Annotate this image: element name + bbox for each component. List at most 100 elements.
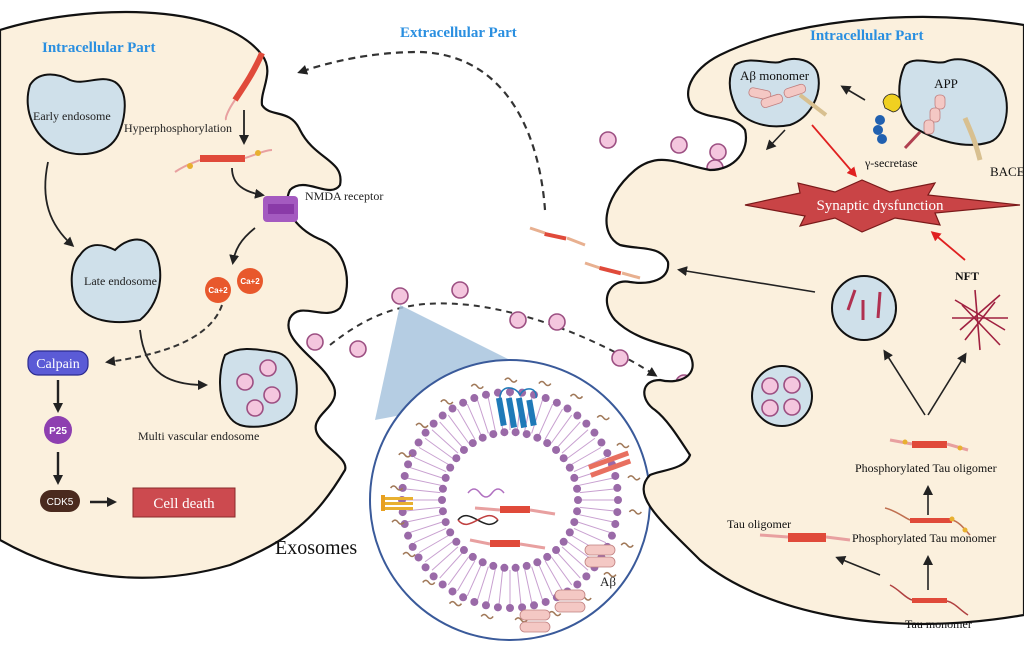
lipid-tail xyxy=(405,506,441,512)
lipid-head xyxy=(398,508,407,517)
exosome-vesicle xyxy=(599,131,617,149)
lipid-tail xyxy=(418,447,450,466)
lipid-head xyxy=(438,496,446,504)
lipid-head xyxy=(438,580,447,589)
lipid-head xyxy=(570,473,579,482)
red-arrow-nft-to-synaptic xyxy=(930,231,966,261)
cdk5-node: CDK5 xyxy=(40,490,80,512)
glycan-chain xyxy=(398,452,412,458)
tau-oligomer-icon xyxy=(759,533,851,542)
lipid-head xyxy=(573,484,582,493)
late-endosome-label: Late endosome xyxy=(84,274,157,288)
lipid-head xyxy=(441,473,450,482)
svg-text:Synaptic dysfunction: Synaptic dysfunction xyxy=(816,198,944,214)
mve-vesicles xyxy=(236,359,281,417)
nmda-receptor-label: NMDA receptor xyxy=(305,189,383,203)
glycan-chain xyxy=(440,399,454,405)
lipid-bilayer xyxy=(389,377,643,623)
phospho-tau-oligomer-label: Phosphorylated Tau oligomer xyxy=(855,461,997,475)
phospho-tau-monomer-icon xyxy=(884,507,971,536)
lipid-tail xyxy=(573,528,607,544)
lipid-tail xyxy=(524,568,533,603)
glycan-chain xyxy=(448,600,463,607)
exosome-vesicle xyxy=(391,287,409,305)
lipid-tail xyxy=(498,569,504,605)
lipid-tail xyxy=(447,556,470,586)
lipid-head xyxy=(421,563,430,572)
lipid-head xyxy=(489,561,498,570)
lipid-head xyxy=(500,428,509,437)
exosome-detail: Aβ xyxy=(369,359,651,641)
lipid-head xyxy=(481,601,490,610)
mve-label: Multi vascular endosome xyxy=(138,429,259,443)
right-intracellular-title: Intracellular Part xyxy=(810,28,923,44)
lipid-head xyxy=(582,572,591,581)
lipid-head xyxy=(613,508,622,517)
lipid-head xyxy=(574,496,582,504)
lipid-tail xyxy=(550,556,573,586)
lipid-head xyxy=(500,563,509,572)
lipid-tail xyxy=(447,414,470,444)
beta-sheet-protein-icon xyxy=(495,387,537,429)
multivesicular-endosome xyxy=(219,348,298,428)
lipid-tail xyxy=(544,408,563,440)
exosome-vesicle xyxy=(236,373,254,391)
exosome-vesicle xyxy=(783,398,801,416)
glycan-chain xyxy=(504,377,518,383)
lipid-head xyxy=(573,580,582,589)
exosome-vesicle xyxy=(783,376,801,394)
lipid-tail xyxy=(531,399,543,434)
lipid-head xyxy=(438,507,447,516)
lipid-head xyxy=(570,518,579,527)
lipid-head xyxy=(446,528,455,537)
lipid-head xyxy=(429,419,438,428)
early-endosome xyxy=(26,73,126,156)
lipid-head xyxy=(552,398,561,407)
extracellular-tau-2 xyxy=(584,261,641,280)
lipid-tail xyxy=(487,568,496,603)
lipid-tail xyxy=(516,569,522,605)
lipid-head xyxy=(533,558,542,567)
exosome-vesicle xyxy=(761,377,779,395)
extracellular-tau-1 xyxy=(529,226,586,247)
lipid-head xyxy=(429,572,438,581)
glycan-chain xyxy=(596,414,610,421)
tau-monomer-label: Tau monomer xyxy=(905,617,972,631)
glycan-chain xyxy=(415,422,429,429)
lipid-head xyxy=(611,520,620,529)
lipid-head xyxy=(459,546,468,555)
transmembrane-protein-yellow xyxy=(381,495,413,511)
lipid-head xyxy=(597,438,606,447)
lipid-head xyxy=(506,604,514,612)
extracellular-title: Extracellular Part xyxy=(400,25,517,41)
lipid-head xyxy=(582,419,591,428)
lipid-tail xyxy=(409,467,444,479)
phospho-tau-fibril xyxy=(174,149,273,173)
glycan-chain xyxy=(422,579,436,586)
lipid-head xyxy=(543,439,552,448)
red-arrow-abeta-to-synaptic xyxy=(811,124,857,178)
lipid-head xyxy=(511,563,520,572)
svg-text:Ca+2: Ca+2 xyxy=(240,277,260,286)
nft-tangle-icon xyxy=(952,289,1008,351)
gamma-secretase-label: γ-secretase xyxy=(864,156,918,170)
lipid-tail xyxy=(439,421,464,449)
glycan-chain xyxy=(514,617,528,623)
lipid-head xyxy=(452,454,461,463)
lipid-head xyxy=(607,531,616,540)
lipid-head xyxy=(518,603,527,612)
glycan-chain xyxy=(628,509,643,515)
lipid-head xyxy=(459,398,468,407)
abeta-monomer-icon xyxy=(748,83,828,117)
lipid-head xyxy=(481,390,490,399)
exosome-vesicle xyxy=(263,386,281,404)
lipid-tail xyxy=(538,563,554,597)
abeta-monomer-label: Aβ monomer xyxy=(740,68,810,83)
bace1-enzyme-icon xyxy=(962,117,983,161)
rna-strand xyxy=(467,488,505,498)
glycan-chain xyxy=(603,571,617,578)
lipid-tail xyxy=(579,488,615,494)
lipid-head xyxy=(565,528,574,537)
lipid-tail xyxy=(431,429,459,454)
